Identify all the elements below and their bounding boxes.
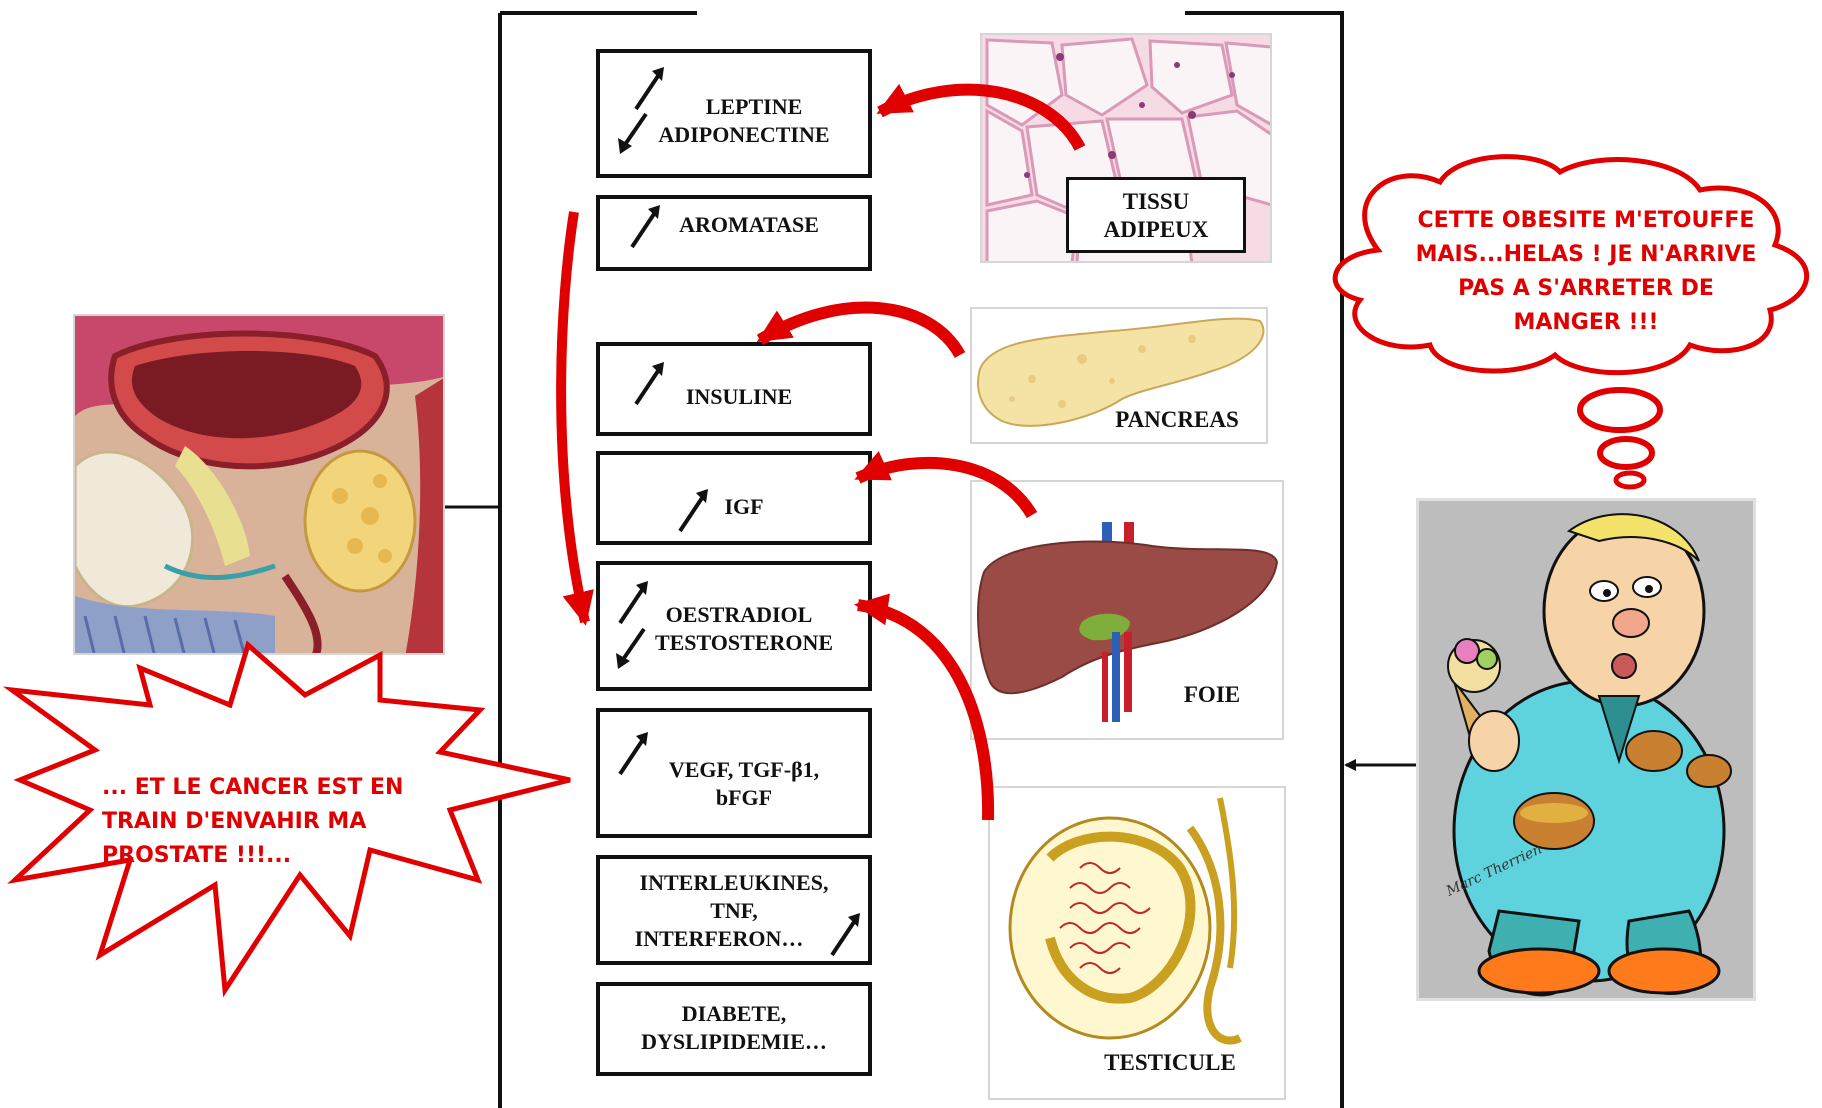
label-dyslipidemie: DYSLIPIDEMIE… bbox=[600, 1028, 868, 1056]
label-oestradiol: OESTRADIOL bbox=[610, 601, 868, 629]
liver-image: FOIE bbox=[970, 480, 1284, 740]
label-insuline: INSULINE bbox=[610, 383, 868, 411]
pancreas-image: PANCREAS bbox=[970, 307, 1268, 444]
label-foie: FOIE bbox=[1152, 682, 1272, 708]
up-arrow-icon bbox=[826, 911, 866, 961]
label-testicule: TESTICULE bbox=[1070, 1050, 1270, 1076]
prostate-cross-section-illustration bbox=[75, 316, 445, 655]
label-vegf: VEGF, TGF-β1, bbox=[620, 756, 868, 784]
box-insuline: INSULINE bbox=[596, 342, 872, 436]
box-vegf: VEGF, TGF-β1, bFGF bbox=[596, 708, 872, 838]
box-igf: IGF bbox=[596, 451, 872, 545]
label-interleukines: INTERLEUKINES, bbox=[600, 869, 868, 897]
obese-man-cartoon-illustration: Marc Therrien bbox=[1419, 501, 1756, 1001]
label-tissu: TISSU bbox=[1069, 188, 1243, 216]
label-bfgf: bFGF bbox=[620, 784, 868, 812]
box-diabete: DIABETE, DYSLIPIDEMIE… bbox=[596, 982, 872, 1076]
label-igf: IGF bbox=[620, 493, 868, 521]
box-leptine-adiponectine: LEPTINE ADIPONECTINE bbox=[596, 49, 872, 178]
label-interferon: INTERFERON… bbox=[570, 925, 868, 953]
thought-line-1: CETTE OBESITE M'ETOUFFE bbox=[1376, 204, 1796, 238]
obese-man-cartoon-image: Marc Therrien bbox=[1416, 498, 1756, 1001]
label-box-tissu-adipeux: TISSU ADIPEUX bbox=[1066, 177, 1246, 253]
label-adiponectine: ADIPONECTINE bbox=[620, 121, 868, 149]
prostate-anatomy-image bbox=[73, 314, 445, 655]
label-aromatase: AROMATASE bbox=[630, 211, 868, 239]
label-diabete: DIABETE, bbox=[600, 1000, 868, 1028]
box-aromatase: AROMATASE bbox=[596, 195, 872, 271]
testicle-image: TESTICULE bbox=[988, 786, 1286, 1100]
label-adipeux: ADIPEUX bbox=[1069, 216, 1243, 244]
label-leptine: LEPTINE bbox=[640, 93, 868, 121]
thought-line-3: PAS A S'ARRETER DE bbox=[1376, 272, 1796, 306]
label-testosterone: TESTOSTERONE bbox=[620, 629, 868, 657]
thought-text: CETTE OBESITE M'ETOUFFE MAIS...HELAS ! J… bbox=[1376, 204, 1796, 340]
box-oestradiol-testosterone: OESTRADIOL TESTOSTERONE bbox=[596, 561, 872, 691]
burst-line-3: PROSTATE !!!... bbox=[102, 839, 462, 873]
thought-line-4: MANGER !!! bbox=[1376, 306, 1796, 340]
burst-line-1: ... ET LE CANCER EST EN bbox=[102, 771, 462, 805]
burst-line-2: TRAIN D'ENVAHIR MA bbox=[102, 805, 462, 839]
burst-text: ... ET LE CANCER EST EN TRAIN D'ENVAHIR … bbox=[102, 771, 462, 873]
box-interleukines: INTERLEUKINES, TNF, INTERFERON… bbox=[596, 855, 872, 965]
thought-line-2: MAIS...HELAS ! JE N'ARRIVE bbox=[1376, 238, 1796, 272]
label-pancreas: PANCREAS bbox=[1082, 407, 1268, 433]
